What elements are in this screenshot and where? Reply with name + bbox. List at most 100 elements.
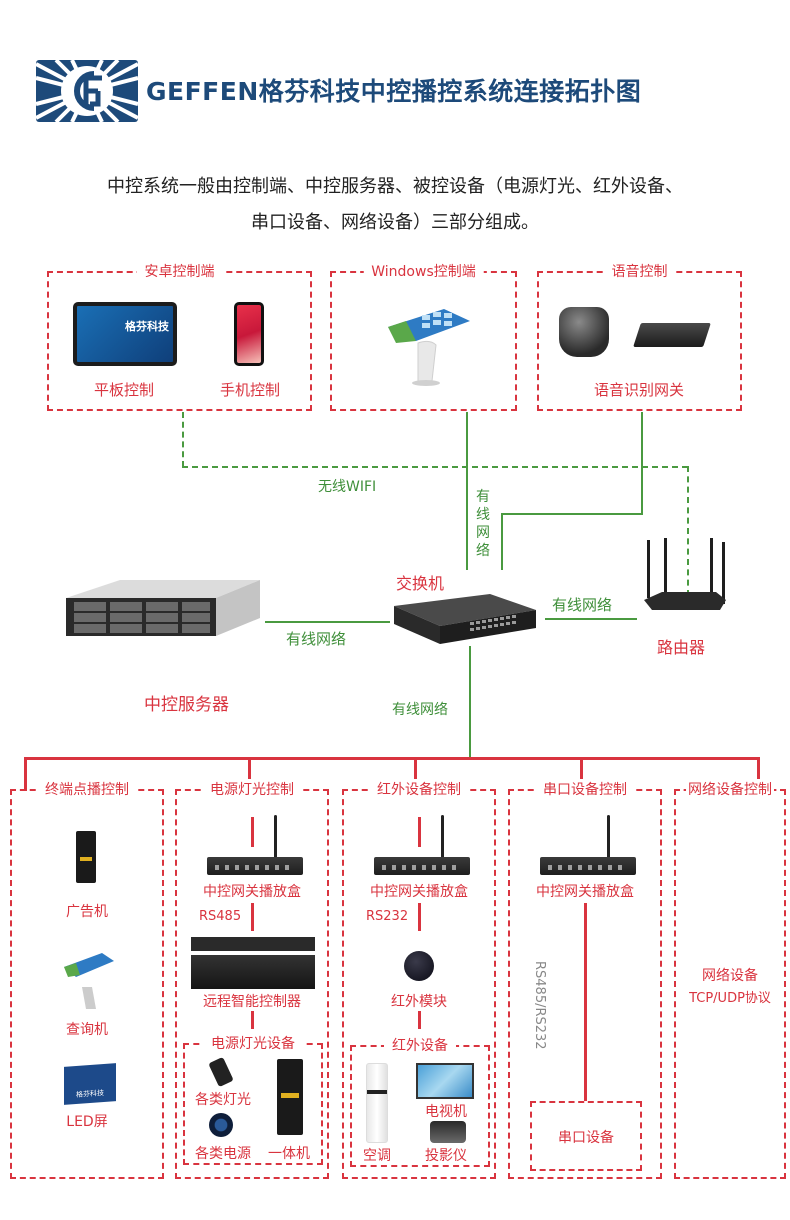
ad-player-label: 广告机 bbox=[66, 904, 108, 920]
group-title: 串口设备控制 bbox=[535, 780, 635, 800]
switch-router-line bbox=[545, 618, 637, 620]
bus-drop bbox=[757, 757, 760, 779]
lights-label: 各类灯光 bbox=[195, 1092, 251, 1108]
switch-label: 交换机 bbox=[396, 574, 445, 593]
bus-drop bbox=[580, 757, 583, 779]
led-screen-icon: 格芬科技 bbox=[64, 1063, 116, 1105]
router-label: 路由器 bbox=[657, 638, 706, 657]
network-device-label: 网络设备 bbox=[702, 968, 758, 984]
wifi-line-tablet bbox=[182, 412, 184, 467]
smart-controller-label: 远程智能控制器 bbox=[203, 994, 301, 1010]
rs485-label: RS485 bbox=[199, 909, 242, 924]
intro-line-2: 串口设备、网络设备）三部分组成。 bbox=[251, 212, 539, 233]
connector bbox=[418, 1011, 421, 1029]
air-conditioner-icon bbox=[366, 1063, 388, 1143]
gateway-box-icon bbox=[374, 815, 470, 875]
serial-device-label: 串口设备 bbox=[558, 1130, 614, 1146]
network-device-control-group: 网络设备控制 网络设备 TCP/UDP协议 bbox=[674, 780, 786, 1179]
kiosk-icon bbox=[388, 309, 470, 386]
gateway-label: 中控网关播放盒 bbox=[203, 884, 301, 900]
led-screen-label: LED屏 bbox=[66, 1114, 108, 1130]
power-button-icon bbox=[209, 1113, 233, 1137]
connector bbox=[251, 1011, 254, 1029]
group-title: 终端点播控制 bbox=[37, 780, 137, 800]
header: GEFFEN格芬科技中控播控系统连接拓扑图 bbox=[34, 58, 694, 124]
router-link-label: 有线网络 bbox=[552, 596, 613, 614]
projector-icon bbox=[430, 1121, 466, 1143]
air-conditioner-label: 空调 bbox=[363, 1148, 391, 1164]
group-title: 电源灯光控制 bbox=[202, 780, 302, 800]
group-title: 红外设备 bbox=[384, 1036, 456, 1056]
wired-line-voice-v bbox=[641, 412, 643, 515]
connector bbox=[584, 903, 587, 1101]
connector bbox=[418, 817, 421, 847]
ir-module-label: 红外模块 bbox=[391, 994, 447, 1010]
wired-line-windows bbox=[466, 412, 468, 570]
query-kiosk-icon bbox=[64, 953, 114, 1009]
voice-gateway-icon bbox=[633, 323, 711, 347]
wired-vertical-label: 有线网络 bbox=[476, 489, 490, 559]
ir-module-icon bbox=[404, 951, 434, 981]
group-title: 电源灯光设备 bbox=[203, 1034, 303, 1054]
gateway-label: 中控网关播放盒 bbox=[536, 884, 634, 900]
page-title: GEFFEN格芬科技中控播控系统连接拓扑图 bbox=[146, 77, 642, 106]
gateway-box-icon bbox=[540, 815, 636, 875]
all-in-one-label: 一体机 bbox=[268, 1146, 310, 1162]
android-control-group: 安卓控制端 格芬科技 平板控制 手机控制 bbox=[47, 262, 312, 411]
rs232-label: RS232 bbox=[366, 909, 409, 924]
geffen-logo bbox=[36, 60, 138, 122]
down-link-label: 有线网络 bbox=[392, 702, 448, 718]
tablet-icon: 格芬科技 bbox=[73, 302, 177, 366]
tcp-udp-label: TCP/UDP协议 bbox=[689, 991, 771, 1006]
switch-icon bbox=[394, 594, 536, 644]
tv-label: 电视机 bbox=[425, 1104, 467, 1120]
device-bus bbox=[24, 757, 759, 760]
ir-devices-group: 红外设备 空调 电视机 投影仪 bbox=[350, 1036, 490, 1167]
gateway-label: 中控网关播放盒 bbox=[370, 884, 468, 900]
group-title: 红外设备控制 bbox=[369, 780, 469, 800]
connector bbox=[251, 817, 254, 847]
power-light-devices-group: 电源灯光设备 各类灯光 各类电源 一体机 bbox=[183, 1034, 323, 1165]
bus-drop bbox=[24, 757, 27, 791]
stage-light-icon bbox=[208, 1056, 234, 1088]
server-icon bbox=[66, 580, 260, 636]
connector bbox=[251, 903, 254, 931]
wifi-line-router bbox=[687, 466, 689, 596]
power-light-control-group: 电源灯光控制 中控网关播放盒 RS485 远程智能控制器 电源灯光设备 各类灯光… bbox=[175, 780, 329, 1179]
group-title: 网络设备控制 bbox=[686, 780, 774, 800]
bus-drop bbox=[248, 757, 251, 779]
bus-drop bbox=[414, 757, 417, 779]
all-in-one-icon bbox=[277, 1059, 303, 1135]
terminal-control-group: 终端点播控制 广告机 查询机 格芬科技 LED屏 bbox=[10, 780, 164, 1179]
ir-control-group: 红外设备控制 中控网关播放盒 RS232 红外模块 红外设备 空调 电视机 投影… bbox=[342, 780, 496, 1179]
gateway-box-icon bbox=[207, 815, 303, 875]
wifi-label: 无线WIFI bbox=[318, 479, 377, 495]
smart-speaker-icon bbox=[559, 307, 609, 357]
serial-control-group: 串口设备控制 中控网关播放盒 RS485/RS232 串口设备 bbox=[508, 780, 662, 1179]
intro-line-1: 中控系统一般由控制端、中控服务器、被控设备（电源灯光、红外设备、 bbox=[107, 176, 683, 197]
query-kiosk-label: 查询机 bbox=[66, 1022, 108, 1038]
projector-label: 投影仪 bbox=[425, 1148, 467, 1164]
serial-protocol-label: RS485/RS232 bbox=[532, 961, 547, 1050]
tablet-control-label: 平板控制 bbox=[93, 381, 154, 399]
voice-control-group: 语音控制 语音识别网关 bbox=[537, 262, 742, 411]
group-title: 安卓控制端 bbox=[136, 262, 223, 282]
switch-down-line bbox=[469, 646, 471, 758]
wired-line-voice-down bbox=[501, 513, 503, 570]
smart-controller-icon bbox=[191, 937, 315, 989]
router-icon bbox=[644, 538, 726, 610]
group-title: 语音控制 bbox=[603, 262, 676, 282]
server-label: 中控服务器 bbox=[144, 695, 229, 715]
server-switch-line bbox=[265, 621, 390, 623]
server-link-label: 有线网络 bbox=[286, 630, 347, 648]
connector bbox=[418, 903, 421, 931]
voice-gateway-label: 语音识别网关 bbox=[593, 381, 684, 399]
power-label: 各类电源 bbox=[195, 1146, 251, 1162]
windows-control-group: Windows控制端 bbox=[330, 262, 517, 411]
ad-player-icon bbox=[76, 831, 96, 883]
phone-control-label: 手机控制 bbox=[219, 381, 280, 399]
wired-line-voice-h bbox=[501, 513, 643, 515]
group-title: Windows控制端 bbox=[363, 262, 484, 282]
tv-icon bbox=[416, 1063, 474, 1099]
serial-device-box: 串口设备 bbox=[530, 1101, 642, 1171]
